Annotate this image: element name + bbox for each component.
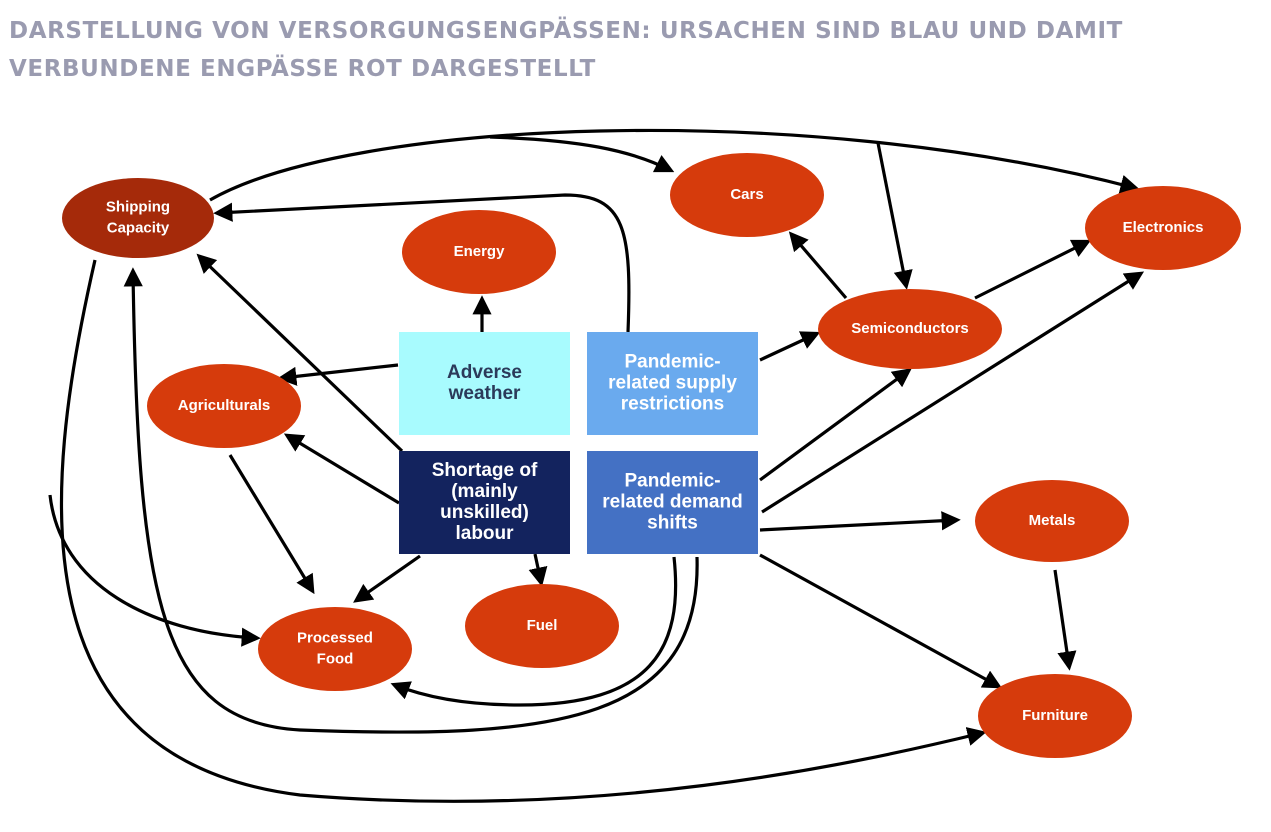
edge-agriculturals-processed-food bbox=[228, 454, 315, 595]
cause-label: Shortage of bbox=[432, 460, 538, 481]
node-label: Agriculturals bbox=[178, 397, 271, 414]
cause-label: related demand bbox=[602, 492, 742, 513]
edges bbox=[48, 128, 1145, 803]
ellipse bbox=[465, 584, 619, 668]
shortage-node-agriculturals: Agriculturals bbox=[147, 364, 301, 448]
ellipse bbox=[1085, 186, 1241, 270]
shortage-node-cars: Cars bbox=[670, 153, 824, 237]
edge-weather-agriculturals bbox=[277, 363, 399, 386]
cause-label: restrictions bbox=[621, 394, 724, 415]
ellipse bbox=[975, 480, 1129, 562]
shortage-node-electronics: Electronics bbox=[1085, 186, 1241, 270]
edge-supply-semiconductors bbox=[759, 331, 821, 362]
edge-semiconductors-electronics bbox=[974, 239, 1092, 300]
node-label: Fuel bbox=[527, 617, 558, 634]
shortage-node-semiconductors: Semiconductors bbox=[818, 289, 1002, 369]
edge-semiconductors-cars bbox=[788, 231, 848, 300]
cause-label: (mainly bbox=[451, 481, 518, 502]
edge-to-semiconductors bbox=[876, 142, 913, 290]
node-label: Food bbox=[317, 650, 354, 667]
edge-demand-electronics bbox=[761, 271, 1145, 514]
box bbox=[399, 332, 570, 435]
box bbox=[587, 332, 758, 435]
edge-labour-agriculturals bbox=[283, 433, 400, 505]
ellipse bbox=[62, 178, 214, 258]
edge-shipping-electronics bbox=[209, 128, 1140, 202]
edge-to-cars bbox=[489, 135, 675, 173]
ellipse bbox=[978, 674, 1132, 758]
edge-labour-shipping bbox=[196, 253, 404, 453]
cause-label: labour bbox=[455, 523, 514, 544]
shortage-node-metals: Metals bbox=[975, 480, 1129, 562]
ellipse bbox=[670, 153, 824, 237]
cause-label: weather bbox=[448, 383, 521, 404]
node-label: Furniture bbox=[1022, 707, 1088, 724]
ellipse bbox=[258, 607, 412, 691]
page-title: DARSTELLUNG VON VERSORGUNGSENGPÄSSEN: UR… bbox=[9, 18, 1123, 82]
edge-demand-furniture bbox=[759, 553, 1003, 689]
node-label: Electronics bbox=[1123, 219, 1204, 236]
cause-label: shifts bbox=[647, 513, 698, 534]
shortage-node-energy: Energy bbox=[402, 210, 556, 294]
box bbox=[587, 451, 758, 554]
node-label: Semiconductors bbox=[851, 320, 969, 337]
cause-label: related supply bbox=[608, 373, 737, 394]
shortage-node-furniture: Furniture bbox=[978, 674, 1132, 758]
cause-label: Pandemic- bbox=[624, 352, 720, 373]
edge-supply-shipping bbox=[213, 193, 631, 333]
shortage-node-fuel: Fuel bbox=[465, 584, 619, 668]
node-label: Metals bbox=[1029, 512, 1076, 529]
edge-labour-fuel bbox=[528, 553, 548, 587]
ellipse bbox=[402, 210, 556, 294]
node-label: Shipping bbox=[106, 198, 170, 215]
node-label: Energy bbox=[454, 243, 506, 260]
node-label: Capacity bbox=[107, 219, 170, 236]
node-label: Cars bbox=[730, 186, 763, 203]
edge-demand-semiconductors bbox=[759, 368, 912, 482]
cause-label: unskilled) bbox=[440, 502, 529, 523]
ellipse bbox=[147, 364, 301, 448]
edge-demand-processed-food bbox=[390, 556, 678, 707]
node-label: Processed bbox=[297, 629, 373, 646]
edge-labour-processed-food bbox=[353, 554, 421, 603]
box bbox=[399, 451, 570, 554]
cause-label: Pandemic- bbox=[624, 471, 720, 492]
edge-demand-metals bbox=[759, 511, 961, 532]
edge-metals-furniture bbox=[1053, 569, 1077, 671]
edge-to-processed-food bbox=[48, 494, 261, 647]
edge-demand-shipping bbox=[123, 267, 699, 734]
ellipse bbox=[818, 289, 1002, 369]
edge-shipping-furniture bbox=[59, 259, 987, 803]
cause-label: Adverse bbox=[447, 362, 522, 383]
